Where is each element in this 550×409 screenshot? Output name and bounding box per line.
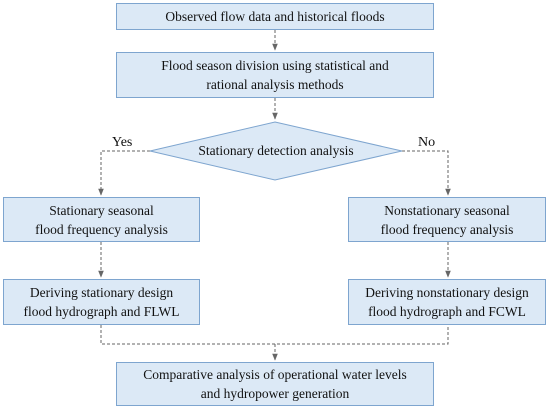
- stationary-frequency-line-2: flood frequency analysis: [35, 221, 168, 237]
- edge-detection-to-stationary: [98, 150, 150, 196]
- comparative-analysis-node: Comparative analysis of operational wate…: [116, 362, 434, 406]
- stationary-frequency-line-1: Stationary seasonal: [49, 202, 154, 218]
- observed-flow-node: Observed flow data and historical floods: [116, 3, 434, 30]
- nonstationary-frequency-line-2: flood frequency analysis: [380, 221, 514, 237]
- flood-season-division-line-2: rational analysis methods: [206, 77, 344, 92]
- nonstationary-design-node: Deriving nonstationary design flood hydr…: [348, 279, 546, 325]
- nonstationary-frequency-node: Nonstationary seasonal flood frequency a…: [348, 197, 546, 242]
- nonstationary-frequency-line-1: Nonstationary seasonal: [384, 202, 510, 218]
- stationary-frequency-node: Stationary seasonal flood frequency anal…: [3, 197, 200, 242]
- stationary-detection-diamond: [149, 121, 403, 181]
- stationary-design-line-1: Deriving stationary design: [29, 285, 174, 300]
- flood-season-division-node: Flood season division using statistical …: [116, 52, 434, 98]
- flood-season-division-line-1: Flood season division using statistical …: [161, 58, 389, 73]
- observed-flow-text: Observed flow data and historical floods: [165, 9, 385, 24]
- no-label: No: [418, 135, 436, 150]
- nonstationary-design-line-1: Deriving nonstationary design: [365, 285, 529, 300]
- nonstationary-design-line-2: flood hydrograph and FCWL: [368, 304, 526, 319]
- comparative-analysis-line-1: Comparative analysis of operational wate…: [143, 367, 407, 382]
- stationary-detection-text: Stationary detection analysis: [198, 143, 354, 158]
- stationary-design-node: Deriving stationary design flood hydrogr…: [3, 279, 200, 325]
- edge-detection-to-nonstationary: [402, 150, 451, 196]
- yes-label: Yes: [112, 135, 133, 150]
- stationary-design-line-2: flood hydrograph and FLWL: [23, 304, 180, 319]
- comparative-analysis-line-2: and hydropower generation: [200, 386, 350, 401]
- edge-designs-merge: [100, 325, 449, 345]
